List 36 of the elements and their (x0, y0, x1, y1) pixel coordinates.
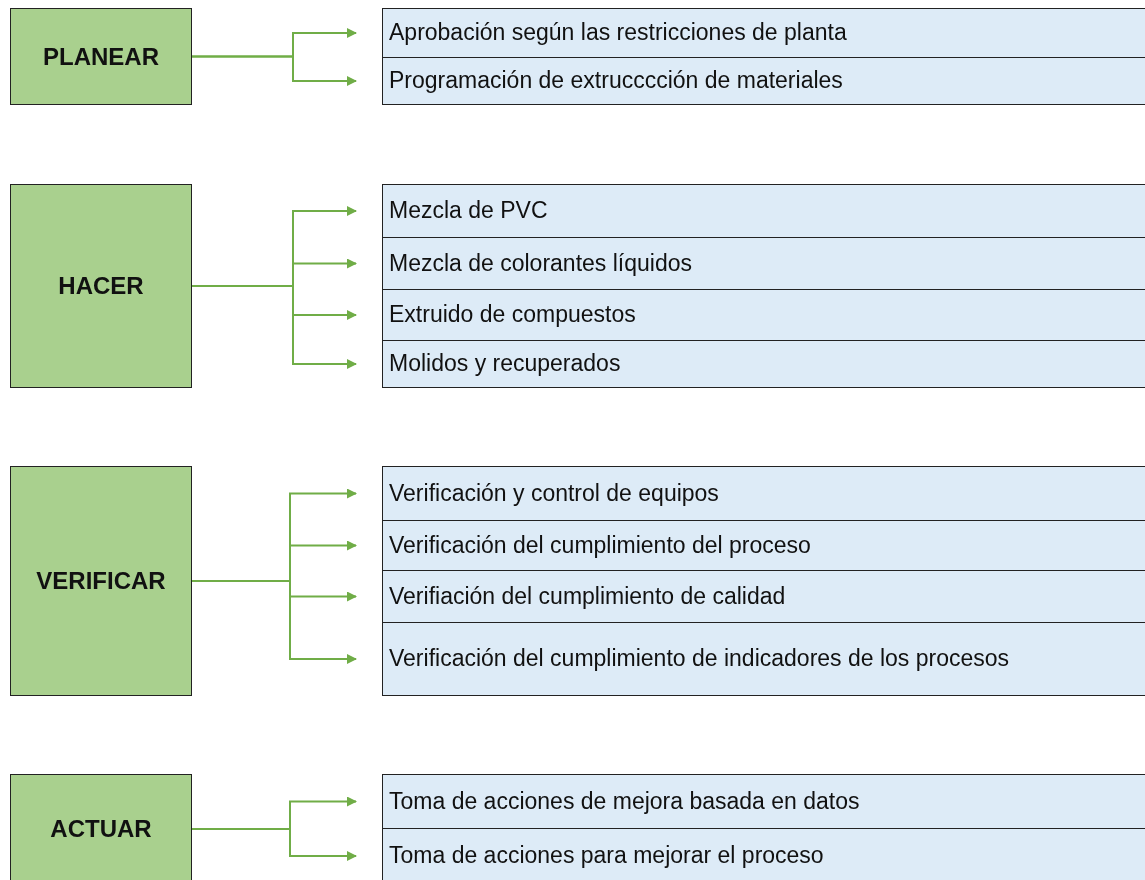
activity-label: Toma de acciones para mejorar el proceso (389, 841, 824, 871)
arrow (191, 828, 357, 861)
phase-box (10, 466, 192, 696)
arrow (191, 580, 357, 664)
activity-label: Verificación del cumplimiento de indicadores de los procesos (389, 644, 1010, 674)
activity-box (382, 340, 1145, 388)
phase-label: VERIFICAR (36, 567, 166, 595)
activity-box (382, 520, 1145, 571)
phase-label: PLANEAR (43, 42, 159, 71)
arrow (191, 55, 357, 86)
activity-label: Verificación del cumplimiento del proceso (389, 530, 811, 560)
activity-box (382, 184, 1145, 238)
activity-box (382, 289, 1145, 341)
activity-box (382, 8, 1145, 58)
activity-label: Toma de acciones de mejora basada en datos (389, 786, 860, 816)
activity-box (382, 466, 1145, 521)
activity-label: Extruido de compuestos (389, 300, 636, 330)
phase-label: HACER (58, 272, 144, 300)
phase-label: ACTUAR (50, 815, 152, 843)
activity-box (382, 237, 1145, 290)
activity-box (382, 622, 1145, 696)
activity-label: Verifiación del cumplimiento de calidad (389, 581, 786, 611)
phase-box (10, 774, 192, 880)
activity-box (382, 774, 1145, 829)
activity-box (382, 570, 1145, 623)
arrow (191, 285, 357, 369)
activity-label: Programación de extrucccción de materiales (389, 66, 843, 96)
activity-box (382, 828, 1145, 880)
phase-box (10, 8, 192, 105)
activity-label: Aprobación según las restricciones de planta (389, 18, 847, 48)
activity-box (382, 57, 1145, 105)
activity-label: Verificación y control de equipos (389, 478, 719, 508)
activity-label: Mezcla de colorantes líquidos (389, 248, 692, 278)
activity-label: Mezcla de PVC (389, 196, 548, 226)
activity-label: Molidos y recuperados (389, 349, 621, 379)
phase-box (10, 184, 192, 388)
